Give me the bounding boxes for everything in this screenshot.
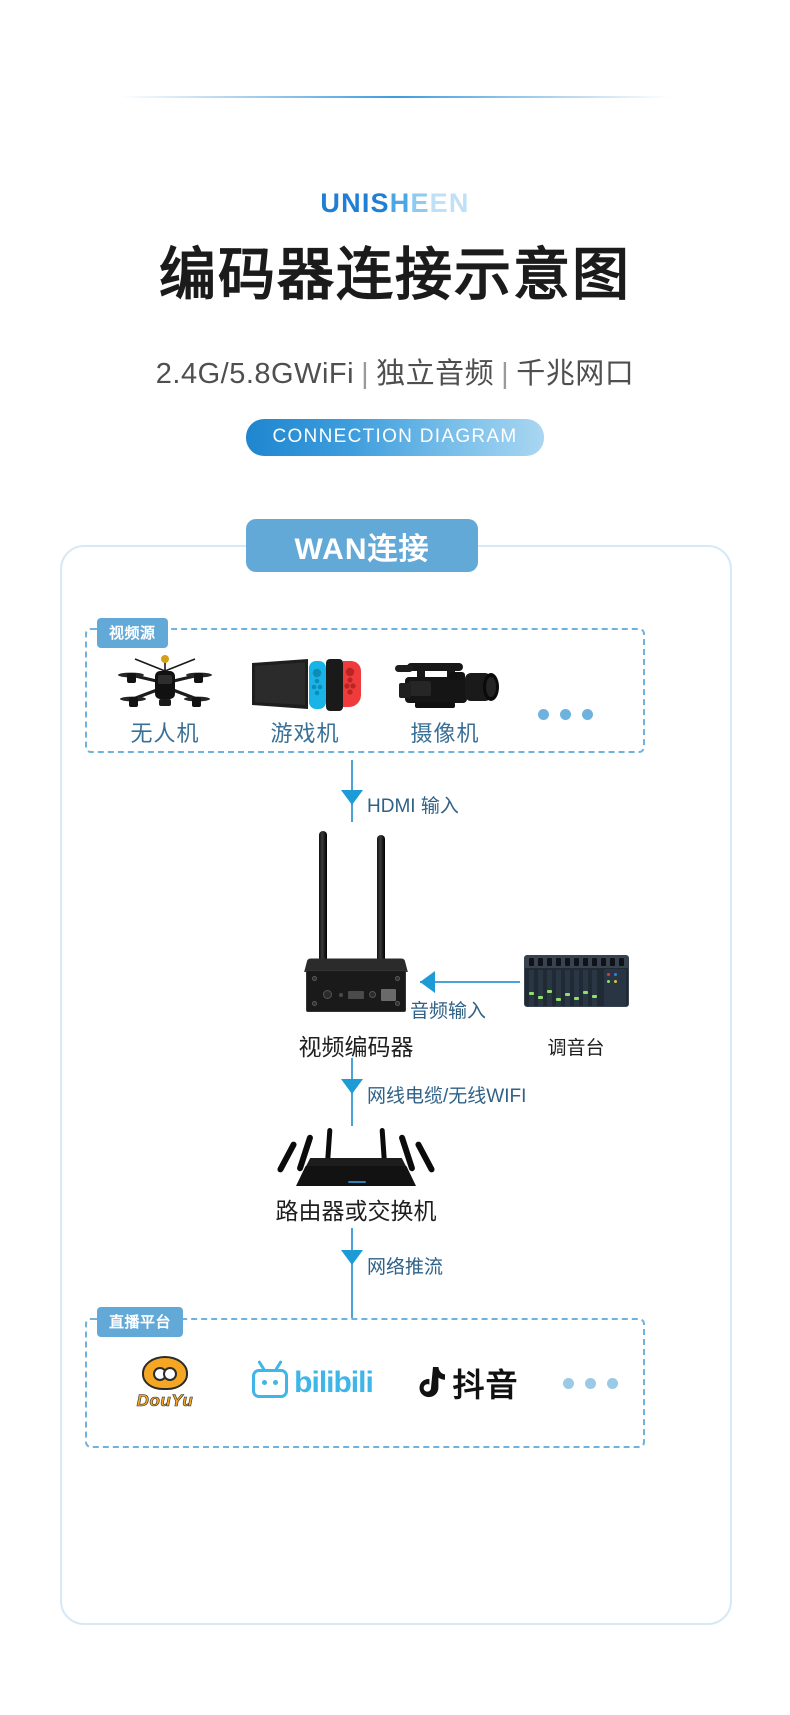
connection-diagram-pill: CONNECTION DIAGRAM xyxy=(246,419,544,456)
dot-1 xyxy=(537,709,549,720)
router-caption: 路由器或交换机 xyxy=(275,1198,437,1224)
brand-logo-part-3: E xyxy=(410,188,430,218)
bilibili-wordmark: bilibili xyxy=(294,1366,374,1399)
bilibili-logo: bilibili xyxy=(252,1366,374,1400)
douyin-wordmark: 抖音 xyxy=(452,1367,519,1403)
push-stream-line xyxy=(351,1228,353,1318)
encoder-screw-tr xyxy=(395,976,400,981)
platform-dot-1 xyxy=(562,1377,574,1389)
feature-item-lan: 千兆网口 xyxy=(516,358,635,390)
source-item-camcorder[interactable]: 摄像机 xyxy=(375,651,515,748)
bilibili-tv-icon xyxy=(252,1368,289,1398)
encoder-hdmi-port xyxy=(348,991,364,999)
network-cable-arrow-icon xyxy=(341,1079,363,1094)
mixer-caption: 调音台 xyxy=(547,1038,605,1059)
source-item-drone[interactable]: 无人机 xyxy=(95,651,235,748)
platform-item-douyu[interactable]: DouYu xyxy=(95,1355,235,1411)
encoder-lan-port xyxy=(381,989,396,1001)
top-divider xyxy=(120,96,670,98)
source-item-game-console[interactable]: 游戏机 xyxy=(235,651,375,748)
live-platform-list: DouYu bilibili 抖音 xyxy=(95,1340,640,1426)
dot-2 xyxy=(559,709,571,720)
encoder-audio-port xyxy=(369,991,376,998)
brand-logo-part-1: UNIS xyxy=(320,188,390,218)
encoder-screw-br xyxy=(395,1001,400,1006)
source-label-game-console: 游戏机 xyxy=(270,721,340,746)
feature-subtitle: 2.4G/5.8GWiFi|独立音频|千兆网口 xyxy=(0,350,790,392)
douyu-fish-icon xyxy=(142,1355,188,1390)
brand-logo-part-2: H xyxy=(389,188,411,218)
subtitle-separator-1: | xyxy=(361,358,370,390)
audio-input-label: 音频输入 xyxy=(410,1001,487,1022)
douyin-logo: 抖音 xyxy=(411,1360,518,1406)
source-label-camcorder: 摄像机 xyxy=(410,721,480,746)
encoder-antenna-right xyxy=(377,835,385,963)
encoder-power-port xyxy=(323,990,332,999)
douyin-note-icon xyxy=(411,1365,446,1401)
live-platform-badge: 直播平台 xyxy=(97,1307,184,1337)
hdmi-input-label: HDMI 输入 xyxy=(367,796,459,817)
encoder-screw-tl xyxy=(312,976,317,981)
router-antenna-6 xyxy=(414,1140,436,1174)
router-icon xyxy=(276,1120,436,1192)
douyu-logo: DouYu xyxy=(119,1355,211,1411)
audio-connector-line xyxy=(420,981,520,983)
push-stream-label: 网络推流 xyxy=(367,1257,444,1278)
page-title: 编码器连接示意图 xyxy=(159,243,631,307)
source-label-drone: 无人机 xyxy=(130,721,200,746)
camcorder-icon xyxy=(375,651,515,713)
feature-item-wifi: 2.4G/5.8GWiFi xyxy=(155,358,355,390)
brand-logo: UNISHEEN xyxy=(0,188,790,219)
video-source-list: 无人机 xyxy=(95,640,640,748)
game-console-icon xyxy=(235,651,375,713)
platform-item-bilibili[interactable]: bilibili xyxy=(235,1366,390,1400)
audio-arrow-icon xyxy=(420,971,435,993)
router-antenna-1 xyxy=(276,1140,298,1174)
hdmi-arrow-icon xyxy=(341,790,363,805)
platform-dot-3 xyxy=(606,1377,618,1389)
brand-logo-part-4: EN xyxy=(429,188,470,218)
video-source-more-dots xyxy=(515,709,615,748)
router-body xyxy=(296,1166,416,1186)
wan-connection-badge: WAN连接 xyxy=(246,519,478,572)
encoder-antenna-left xyxy=(319,831,327,963)
feature-item-audio: 独立音频 xyxy=(376,358,495,390)
connection-diagram-pill-wrap: CONNECTION DIAGRAM xyxy=(0,419,790,456)
network-cable-label: 网线电缆/无线WIFI xyxy=(367,1086,527,1107)
encoder-caption: 视频编码器 xyxy=(298,1034,414,1060)
audio-mixer-icon xyxy=(524,955,629,1007)
platform-dot-2 xyxy=(584,1377,596,1389)
dot-3 xyxy=(581,709,593,720)
router-led-strip xyxy=(348,1181,366,1183)
subtitle-separator-2: | xyxy=(501,358,510,390)
encoder-screw-bl xyxy=(312,1001,317,1006)
video-encoder-icon xyxy=(300,825,412,1015)
encoder-front-panel xyxy=(306,970,406,1012)
video-source-badge: 视频源 xyxy=(97,618,168,648)
mixer-control-panel xyxy=(604,969,626,1006)
platform-item-douyin[interactable]: 抖音 xyxy=(390,1360,540,1406)
push-stream-arrow-icon xyxy=(341,1250,363,1265)
drone-icon xyxy=(95,651,235,713)
live-platform-more-dots xyxy=(540,1377,640,1389)
douyu-wordmark: DouYu xyxy=(136,1390,194,1410)
encoder-reset-button xyxy=(339,993,343,997)
mixer-top-row xyxy=(525,956,628,968)
